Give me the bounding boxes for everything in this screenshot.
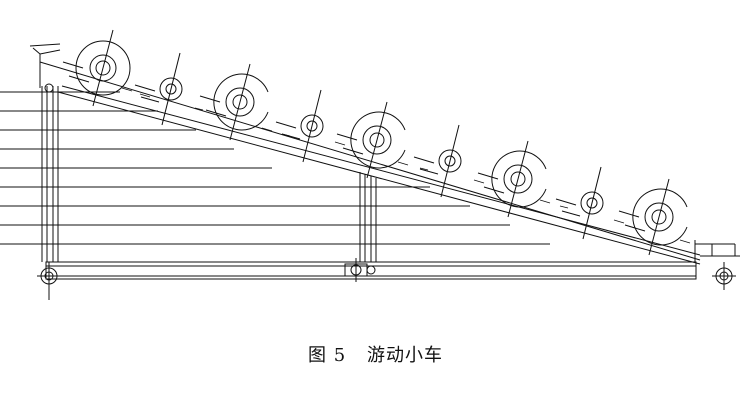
pulley-3 [199, 63, 269, 141]
rail-detail-marks [121, 87, 691, 244]
base-beam [45, 261, 697, 280]
left-wheel [37, 262, 61, 300]
pulley-7 [477, 140, 547, 218]
figure-caption: 图 5 游动小车 [0, 341, 751, 367]
pulley-4 [275, 89, 324, 163]
pulley-2 [134, 52, 183, 126]
figure-number: 图 5 [308, 345, 347, 366]
inclined-beam [29, 43, 701, 265]
center-wheel [344, 258, 376, 282]
pulley-5 [336, 101, 406, 179]
trolley-line-drawing [0, 29, 740, 300]
pulley-1 [62, 29, 131, 107]
middle-post [359, 172, 377, 262]
figure-title: 游动小车 [366, 345, 443, 366]
horizontal-guide-lines [0, 91, 550, 245]
pulley-6 [413, 124, 462, 198]
left-post [41, 83, 59, 262]
right-wheel [712, 262, 736, 290]
right-end-fitting [694, 240, 740, 262]
pulley-9 [618, 178, 688, 256]
pulley-8 [555, 166, 604, 240]
